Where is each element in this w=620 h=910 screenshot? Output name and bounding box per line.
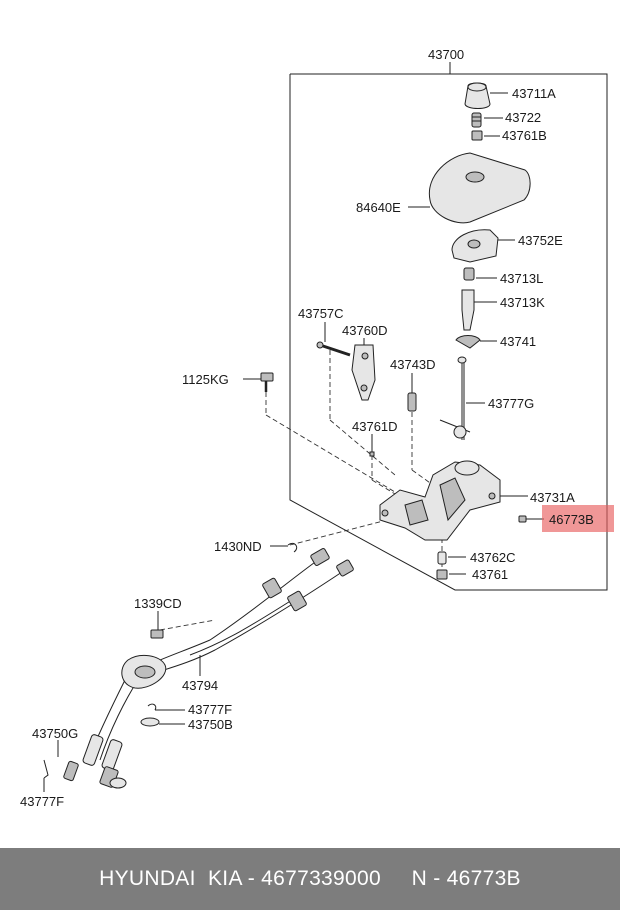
clip-part [455,335,497,349]
label-knob: 43711A [512,86,556,101]
bushing-bottom-part [437,551,466,565]
bush-2-part [461,289,497,331]
label-end-bush: 43750G [32,726,78,741]
bracket-clip-part [150,611,164,639]
label-spring: 43722 [505,110,541,125]
label-pin-1: 43777F [188,702,232,717]
label-nut-top: 43761B [502,128,547,143]
label-housing: 43731A [530,490,575,505]
nut-mid-part [369,434,375,457]
highlighted-part-shape [518,515,544,523]
label-cable-clip: 1430ND [214,539,262,554]
cable-ends [57,734,127,789]
pin-1-part [147,703,185,711]
nut-top-part [471,130,500,141]
label-assembly: 43700 [428,47,464,62]
label-nut-bottom: 43761 [472,567,508,582]
label-bushing-bottom: 43762C [470,550,516,565]
label-cable: 43794 [182,678,218,693]
label-connector: 43743D [390,357,436,372]
label-bolt-left: 1125KG [182,372,229,387]
knob-part [464,82,508,109]
label-pin-2: 43777F [20,794,64,809]
nut-bottom-part [436,569,466,580]
housing-part [379,460,528,541]
washer-part [140,717,185,727]
label-bracket-clip: 1339CD [134,596,182,611]
label-boot: 84640E [356,200,401,215]
footer-bar: HYUNDAI KIA - 4677339000 N - 46773B [0,848,620,910]
pin-2-part [43,759,49,792]
label-nut-mid: 43761D [352,419,398,434]
lever-plate-part [351,338,376,401]
cable-clip-part [270,542,298,553]
label-lever: 43777G [488,396,534,411]
label-washer: 43750B [188,717,233,732]
label-lever-plate: 43760D [342,323,388,338]
label-bracket-top: 43752E [518,233,563,248]
bolt-left-part [243,372,274,392]
bush-1-part [463,267,497,281]
part-number-caption: HYUNDAI KIA - 4677339000 N - 46773B [99,867,521,890]
spring-part [471,112,503,128]
label-bolt-pin: 43757C [298,306,344,321]
cable-part [87,548,354,761]
lever-part [439,356,485,440]
bolt-pin-part [316,322,351,357]
boot-part [408,152,531,224]
label-clip: 43741 [500,334,536,349]
label-highlighted: 46773B [549,512,594,527]
bracket-top-part [451,229,515,263]
connector-part [407,373,417,412]
label-bush-1: 43713L [500,271,543,286]
label-bush-2: 43713K [500,295,545,310]
highlight-box [542,505,614,532]
parts-diagram: 43700 43711A 43722 43761B 84640E 43752E … [20,47,614,809]
